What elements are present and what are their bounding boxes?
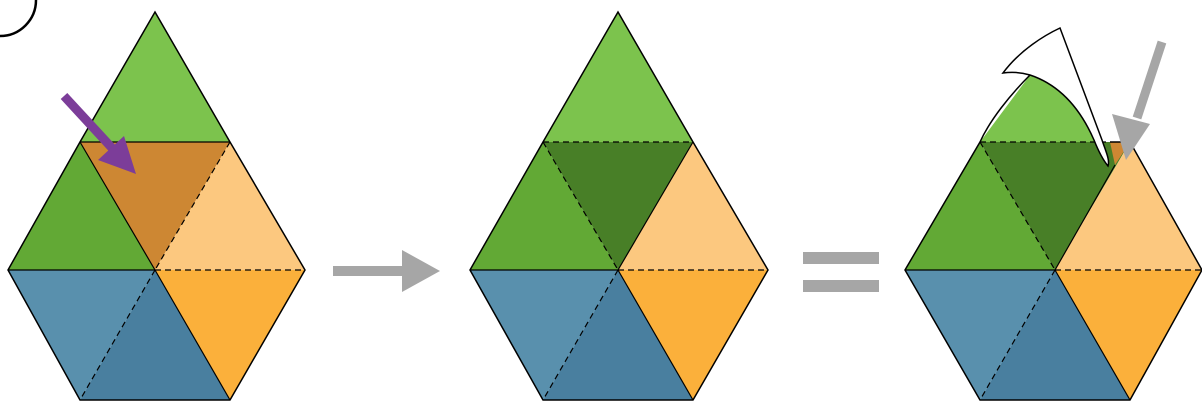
panel-1-hexagon-figure (8, 12, 305, 400)
panel-3-hexagon-figure (905, 28, 1202, 400)
equals-operator (803, 252, 879, 292)
right-arrow-operator (333, 250, 440, 292)
step-marker-circle (0, 0, 36, 36)
panel-1-top-triangle (80, 12, 230, 142)
panel-2-hexagon-figure (470, 12, 768, 400)
panel-2-top-triangle (543, 12, 693, 142)
